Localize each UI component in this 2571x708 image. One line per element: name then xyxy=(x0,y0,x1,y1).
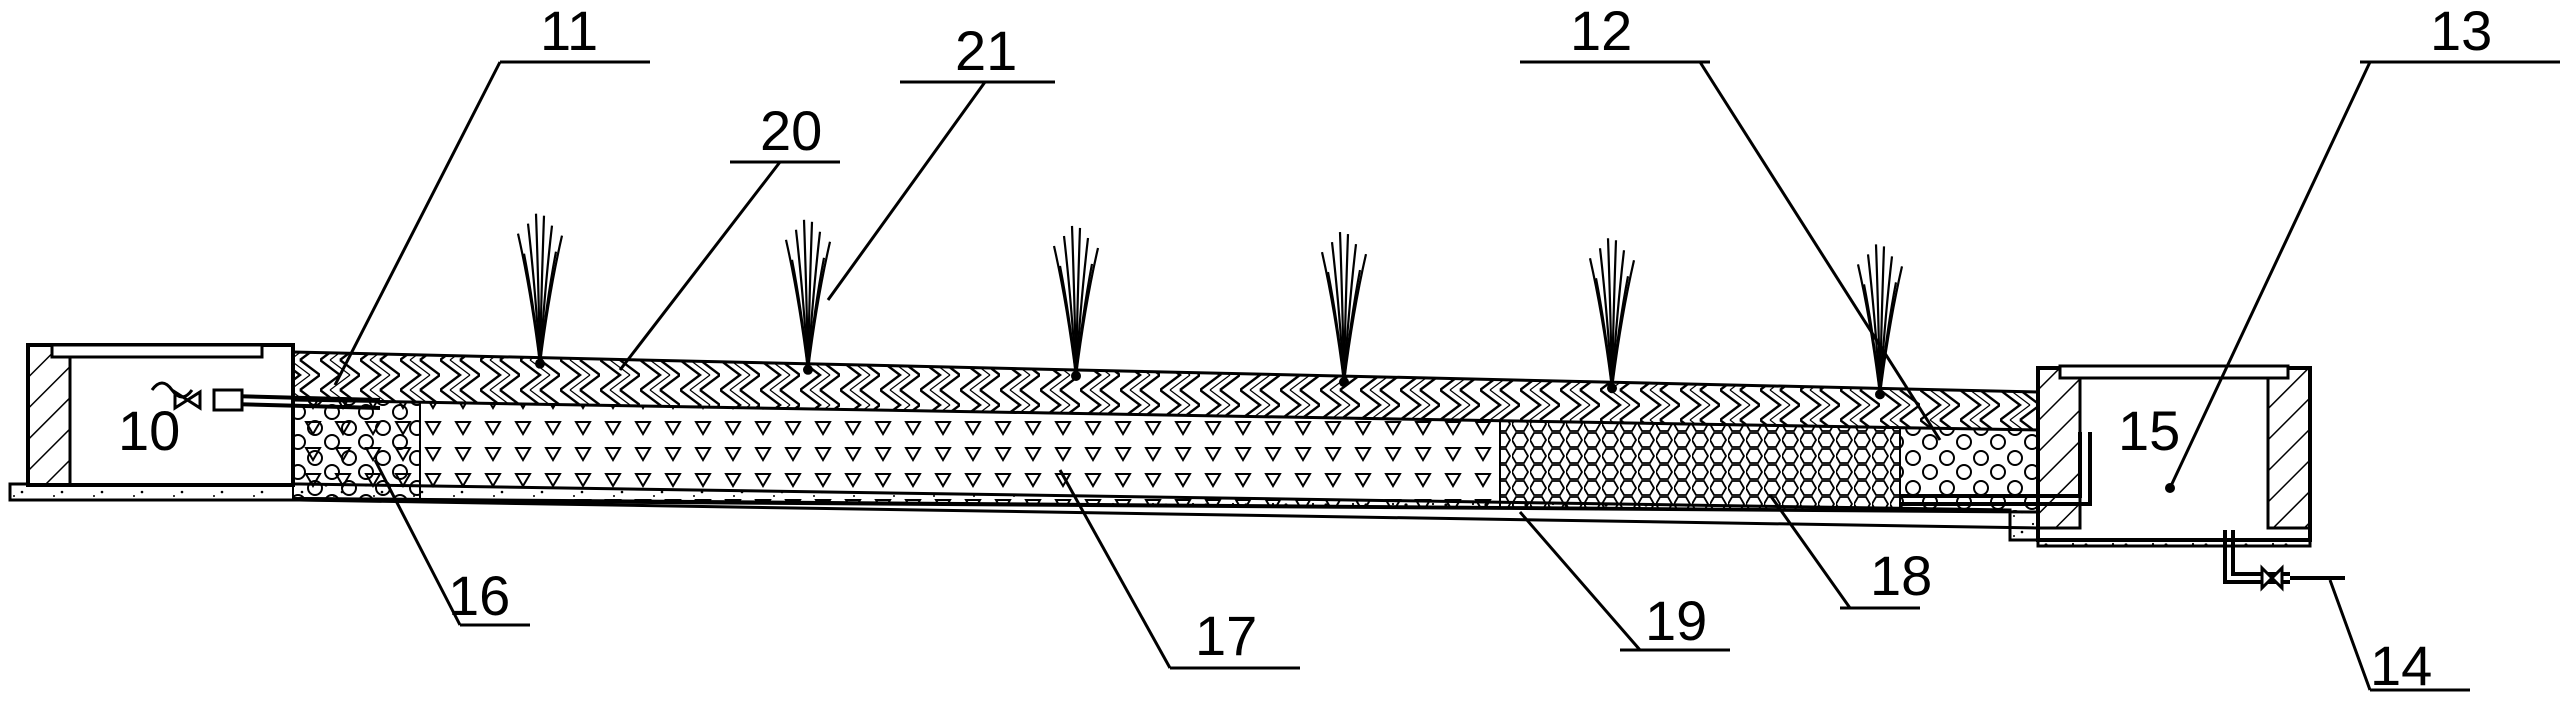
wetland-plants xyxy=(516,213,1904,400)
label-16: 16 xyxy=(448,564,510,627)
label-18: 18 xyxy=(1870,544,1932,607)
leader-lines xyxy=(333,60,2560,692)
filter-media-layer xyxy=(292,398,2039,514)
outlet-pipe xyxy=(2223,530,2345,592)
plant xyxy=(1856,244,1904,400)
plant xyxy=(784,219,832,375)
label-10: 10 xyxy=(118,399,180,462)
inlet-pipe xyxy=(150,381,381,412)
plant xyxy=(516,213,564,369)
label-14: 14 xyxy=(2370,634,2432,697)
label-11: 11 xyxy=(540,0,598,62)
label-19: 19 xyxy=(1645,589,1707,652)
plant xyxy=(1320,232,1368,388)
inlet-well xyxy=(26,343,295,487)
label-21: 21 xyxy=(955,19,1017,82)
label-17: 17 xyxy=(1195,604,1257,667)
label-13: 13 xyxy=(2430,0,2492,62)
inlet-distribution-zone xyxy=(292,398,421,501)
fine-media-zone xyxy=(1499,419,1901,512)
label-15: 15 xyxy=(2118,399,2180,462)
plant xyxy=(1052,225,1100,381)
label-20: 20 xyxy=(760,99,822,162)
outlet-collection-zone xyxy=(1899,426,2039,514)
outlet-internal-pipe xyxy=(1900,432,2092,506)
plant xyxy=(1588,238,1636,394)
outlet-well xyxy=(2036,364,2312,542)
label-12: 12 xyxy=(1570,0,1632,62)
